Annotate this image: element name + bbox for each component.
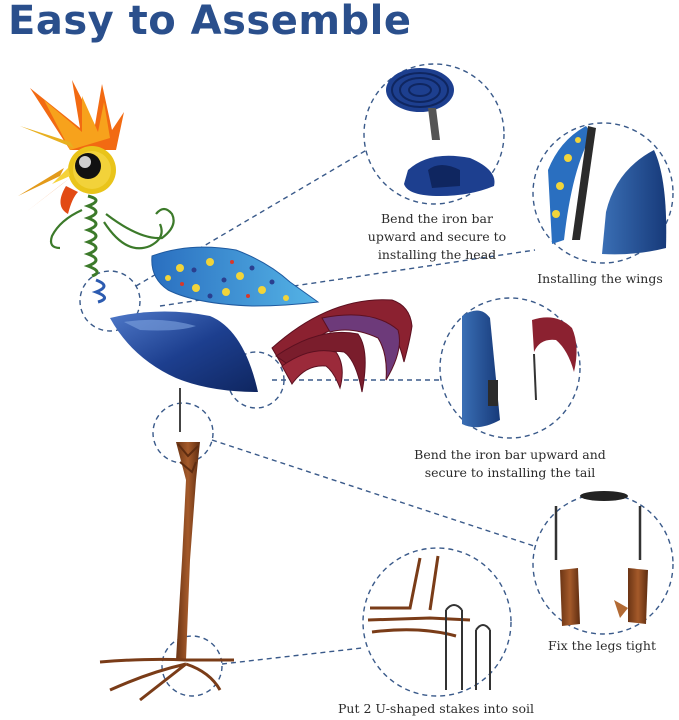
rooster-legs [99,442,234,702]
rooster-comb [18,80,124,212]
caption-stakes: Put 2 U-shaped stakes into soil [338,701,534,716]
caption-tail: Bend the iron bar upward and secure to i… [414,447,606,480]
rooster-spring-neck [83,194,106,304]
connector-stakes [221,647,363,665]
caption-head: Bend the iron bar upward and secure to i… [367,211,507,262]
rooster-wing [151,246,320,307]
detail-head [363,63,505,205]
rooster-tail [271,299,413,393]
detail-tail [439,297,581,439]
detail-wings [532,122,674,264]
rooster-body [110,311,258,392]
caption-wings: Installing the wings [537,271,663,286]
rooster-head [52,146,116,214]
caption-legs: Fix the legs tight [547,638,657,653]
rooster-figure [18,80,413,702]
page-title: Easy to Assemble [8,0,412,44]
detail-stakes [362,547,512,697]
detail-legs [532,491,674,635]
rooster-curly-wires [49,207,175,250]
connector-legs [211,439,541,549]
